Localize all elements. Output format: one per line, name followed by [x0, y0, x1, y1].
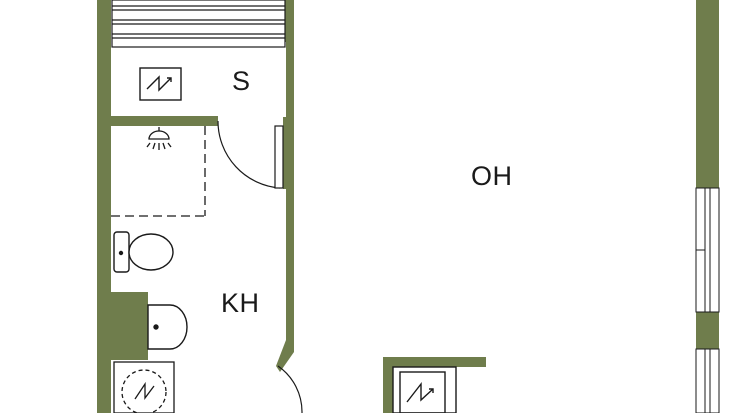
center-partition-wall-4 [286, 189, 294, 346]
left-exterior-wall [97, 0, 111, 413]
walls [97, 0, 719, 413]
room-label-sauna: S [232, 66, 251, 96]
bathroom-pillar [111, 292, 148, 360]
room-label-bathroom: KH [221, 288, 260, 318]
sauna-benches [111, 0, 286, 48]
right-exterior-wall-mid [696, 312, 719, 349]
center-partition-wall-2 [286, 42, 294, 117]
window-right-upper [695, 187, 720, 313]
electric-heater-icon [392, 366, 457, 413]
center-partition-wall-3 [283, 117, 294, 189]
bathroom-door [277, 365, 303, 413]
room-label-living: OH [471, 161, 513, 191]
shower-area-outline [111, 126, 206, 217]
bathroom-door-jamb [276, 340, 294, 372]
electric-heater-icon [139, 67, 182, 101]
window-right-lower [695, 348, 720, 413]
center-partition-wall [285, 0, 294, 42]
shower-head-icon [146, 127, 172, 150]
cabinet-wall-top [383, 357, 486, 367]
washing-machine-icon [113, 361, 175, 413]
washbasin-icon [147, 304, 188, 350]
right-exterior-wall-top [696, 0, 719, 188]
sauna-door [217, 120, 284, 189]
cabinet-wall-side [383, 357, 393, 413]
toilet-icon [113, 231, 174, 273]
sauna-bathroom-wall [111, 116, 218, 126]
